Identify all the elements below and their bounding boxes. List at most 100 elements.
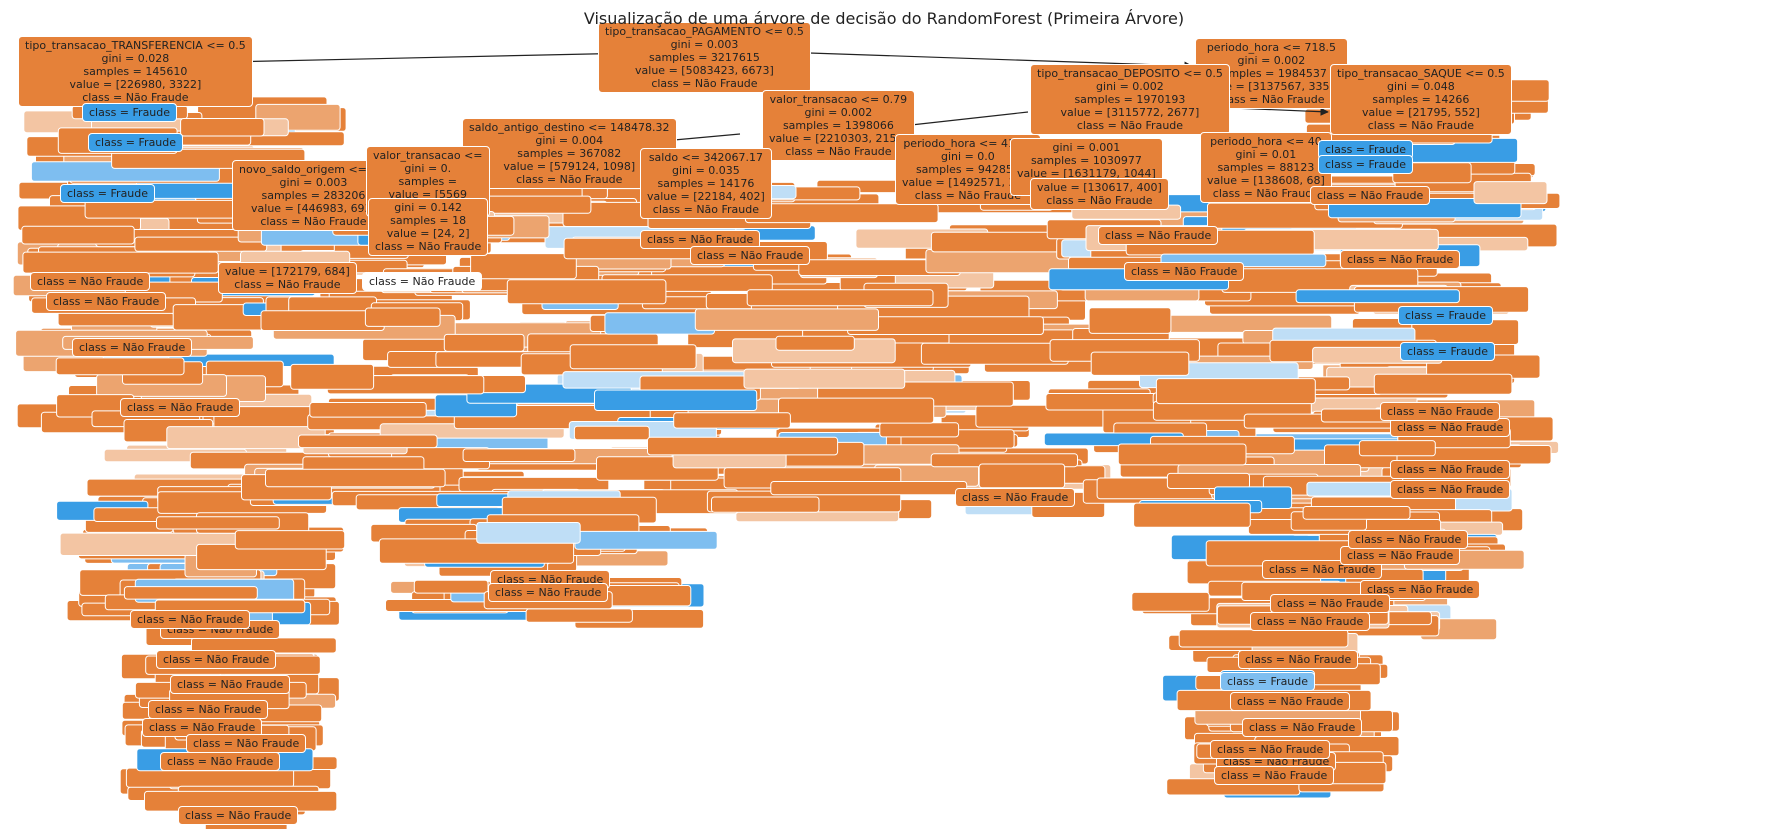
node-line: class = Não Fraude: [1347, 253, 1454, 266]
tree-node-leaf-nf-d: class = Não Fraude: [120, 398, 241, 417]
tree-node-leaf-nf-ah: class = Não Fraude: [130, 610, 251, 629]
node-line: gini = 0.003: [670, 38, 739, 51]
node-line: class = Não Fraude: [53, 295, 160, 308]
background-node-block: [55, 357, 185, 376]
node-line: samples = 88123: [1217, 161, 1315, 174]
node-line: saldo_antigo_destino <= 148478.32: [469, 121, 670, 134]
node-line: value = [22184, 402]: [647, 190, 765, 203]
tree-node-leaf-nf-u: class = Não Fraude: [640, 230, 761, 249]
node-line: class = Fraude: [1405, 309, 1487, 322]
tree-node-leaf-nf-r: class = Não Fraude: [955, 488, 1076, 507]
background-node-block: [569, 344, 697, 370]
node-line: class = Não Fraude: [495, 586, 602, 599]
node-line: samples = 14176: [657, 177, 755, 190]
node-line: value = [1492571, 362]: [902, 176, 1034, 189]
node-line: class = Não Fraude: [167, 755, 274, 768]
node-line: class = Não Fraude: [1237, 695, 1344, 708]
node-line: valor_transacao <=: [373, 149, 483, 162]
node-line: class = Não Fraude: [652, 203, 760, 216]
node-line: class = Fraude: [1407, 345, 1489, 358]
tree-node-leaf-fraude-h: class = Fraude: [1220, 672, 1316, 691]
node-line: value = [130617, 400]: [1037, 181, 1162, 194]
tree-node-leaf-nf-c: class = Não Fraude: [72, 338, 193, 357]
node-line: samples = 1984537: [1215, 67, 1327, 80]
node-line: value = [446983, 693]: [251, 202, 376, 215]
node-line: samples = 942854: [915, 163, 1020, 176]
node-line: gini = 0.001: [1052, 141, 1121, 154]
node-line: class = Fraude: [67, 187, 149, 200]
node-line: class = Não Fraude: [234, 278, 341, 291]
node-line: value = [5083423, 6673]: [635, 64, 774, 77]
tree-node-leaf-nf-b: class = Não Fraude: [46, 292, 167, 311]
node-line: class = Não Fraude: [127, 401, 234, 414]
node-line: samples = 145610: [83, 65, 188, 78]
background-node-block: [694, 308, 879, 331]
node-line: class = Não Fraude: [1212, 187, 1320, 200]
node-line: class = Não Fraude: [1367, 583, 1474, 596]
node-line: gini = 0.: [404, 162, 452, 175]
node-line: tipo_transacao_PAGAMENTO <= 0.5: [605, 25, 804, 38]
node-line: samples =: [398, 175, 457, 188]
background-node-block: [1473, 181, 1548, 205]
node-line: class = Não Fraude: [1397, 421, 1504, 434]
tree-node-leaf-nf-aa: class = Não Fraude: [1348, 530, 1469, 549]
node-line: class = Não Fraude: [697, 249, 804, 262]
node-line: class = Não Fraude: [1317, 189, 1424, 202]
background-node-block: [920, 342, 1069, 365]
node-line: class = Não Fraude: [1105, 229, 1212, 242]
node-line: tipo_transacao_SAQUE <= 0.5: [1337, 67, 1505, 80]
tree-node-leaf-nf-aj: class = Não Fraude: [1270, 594, 1391, 613]
node-line: class = Não Fraude: [1347, 549, 1454, 562]
background-node-block: [525, 608, 633, 623]
node-line: class = Não Fraude: [1257, 615, 1364, 628]
node-line: value = [21795, 552]: [1361, 106, 1480, 119]
tree-node-leaf-fraude-a: class = Fraude: [82, 103, 178, 122]
background-node-block: [1117, 443, 1247, 466]
node-line: class = Não Fraude: [785, 145, 892, 158]
node-line: gini = 0.0: [941, 150, 995, 163]
node-line: class = Não Fraude: [369, 275, 476, 288]
node-line: class = Não Fraude: [651, 77, 758, 90]
tree-node-leaf-nf-ac: class = Não Fraude: [170, 675, 291, 694]
tree-node-leaf-nf-s: class = Não Fraude: [1098, 226, 1219, 245]
tree-node-node-130617: value = [130617, 400]class = Não Fraude: [1030, 178, 1169, 210]
background-node-block: [22, 251, 219, 274]
background-node-block: [594, 389, 758, 411]
background-node-block: [647, 436, 839, 456]
background-node-block: [1302, 506, 1411, 520]
background-node-block: [574, 530, 718, 550]
node-line: gini = 0.028: [101, 52, 170, 65]
node-line: class = Não Fraude: [1277, 597, 1384, 610]
node-line: class = Não Fraude: [914, 189, 1022, 202]
background-node-block: [364, 307, 441, 327]
node-line: value = [24, 2]: [386, 227, 470, 240]
diagram-title: Visualização de uma árvore de decisão do…: [583, 9, 1185, 28]
background-node-block: [309, 402, 427, 418]
node-line: samples = 1970193: [1074, 93, 1186, 106]
background-node-block: [778, 397, 935, 424]
node-line: samples = 14266: [1372, 93, 1470, 106]
node-line: class = Não Fraude: [1221, 769, 1328, 782]
node-line: class = Não Fraude: [1249, 721, 1356, 734]
background-node-block: [123, 586, 258, 600]
tree-node-leaf-nf-ag: class = Não Fraude: [1250, 612, 1371, 631]
node-line: samples = 1398066: [782, 119, 894, 132]
tree-node-leaf-nf-ad: class = Não Fraude: [186, 734, 307, 753]
node-line: class = Não Fraude: [1046, 194, 1153, 207]
background-node-block: [1373, 373, 1513, 395]
node-line: tipo_transacao_TRANSFERENCIA <= 0.5: [25, 39, 246, 52]
node-line: value = [3137567, 3351]: [1202, 80, 1341, 93]
tree-node-leaf-fraude-f: class = Fraude: [1398, 306, 1494, 325]
background-node-block: [298, 434, 438, 449]
background-node-block: [1090, 351, 1190, 376]
node-line: gini = 0.004: [535, 134, 604, 147]
background-node-block: [290, 363, 375, 390]
background-node-block: [673, 412, 791, 429]
node-line: class = Não Fraude: [962, 491, 1069, 504]
tree-node-leaf-white: class = Não Fraude: [362, 272, 483, 291]
background-node-block: [413, 579, 489, 594]
